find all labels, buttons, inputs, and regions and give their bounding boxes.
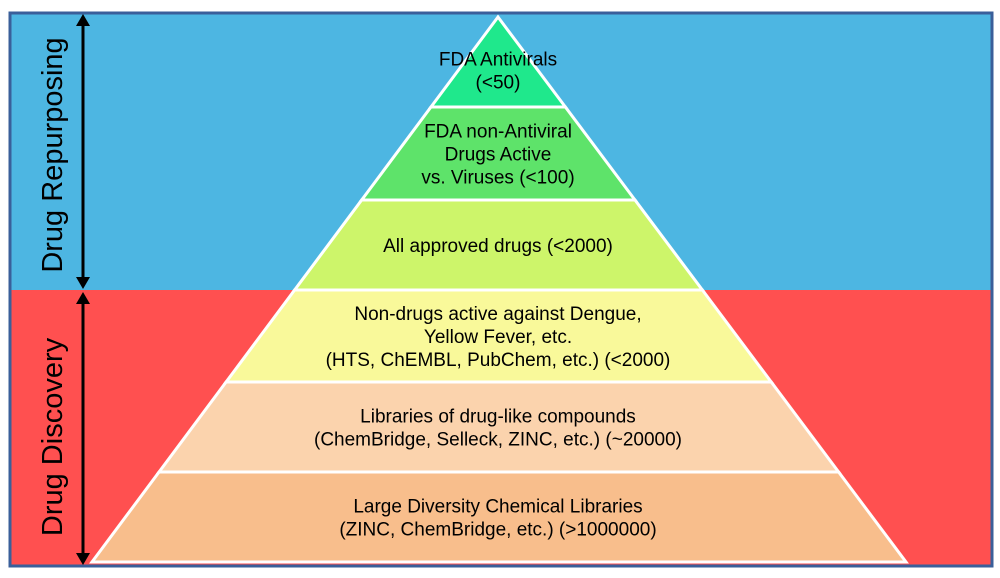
drug-repurposing-label: Drug Repurposing	[37, 37, 69, 272]
pyramid: FDA Antivirals(<50) FDA non-AntiviralDrug…	[89, 14, 909, 564]
tier-3-text-line: All approved drugs (<2000)	[383, 236, 613, 257]
tier-6-text-line: Large Diversity Chemical Libraries	[353, 497, 642, 518]
tier-5-text-line: Libraries of drug-like compounds	[360, 407, 636, 428]
tier-2-text-line: vs. Viruses (<100)	[421, 168, 574, 189]
tier-2-text-line: FDA non-Antiviral	[424, 122, 572, 143]
drug-discovery-label: Drug Discovery	[37, 337, 69, 536]
diagram-border	[8, 11, 994, 568]
tier-1-text-line: FDA Antivirals	[439, 50, 557, 71]
tier-1-text-line: (<50)	[476, 73, 521, 94]
tier-5-text-line: (ChemBridge, Selleck, ZINC, etc.) (~2000…	[314, 430, 682, 451]
tier-2-text-line: Drugs Active	[445, 145, 552, 166]
tier-6-text-line: (ZINC, ChemBridge, etc.) (>1000000)	[339, 520, 656, 541]
discovery-arrow	[76, 292, 90, 565]
pyramid-tier-6	[89, 470, 909, 564]
tier-4-text-line: Non-drugs active against Dengue,	[354, 304, 641, 325]
tier-4-text-line: Yellow Fever, etc.	[424, 327, 572, 348]
repurposing-arrow	[76, 14, 90, 289]
tier-4-text-line: (HTS, ChEMBL, PubChem, etc.) (<2000)	[326, 350, 671, 371]
